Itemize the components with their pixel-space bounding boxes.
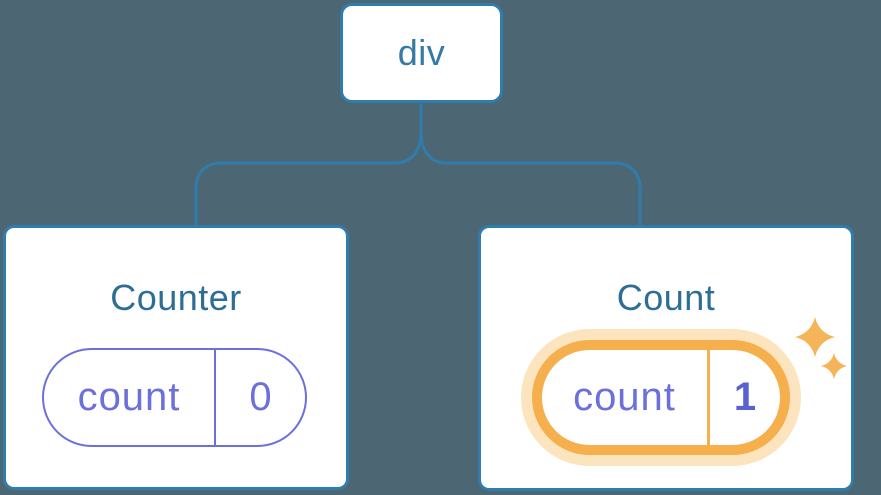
root-node-div: div [340, 3, 503, 103]
component-title-count: Count [616, 277, 716, 318]
state-name: count [573, 375, 676, 419]
state-value: 1 [707, 350, 780, 445]
state-pill-count-highlighted: count 1 [532, 340, 790, 455]
component-card-count: Count count 1 [478, 225, 854, 491]
root-node-label: div [397, 32, 446, 73]
edge-root-to-count [419, 132, 642, 228]
component-card-counter: Counter count 0 [3, 225, 349, 490]
edge-root-to-counter [194, 104, 423, 227]
state-value: 0 [214, 350, 305, 445]
state-pill-counter: count 0 [42, 348, 307, 447]
sparkles-icon [795, 317, 847, 379]
component-title-counter: Counter [110, 277, 242, 318]
state-name: count [77, 375, 181, 419]
